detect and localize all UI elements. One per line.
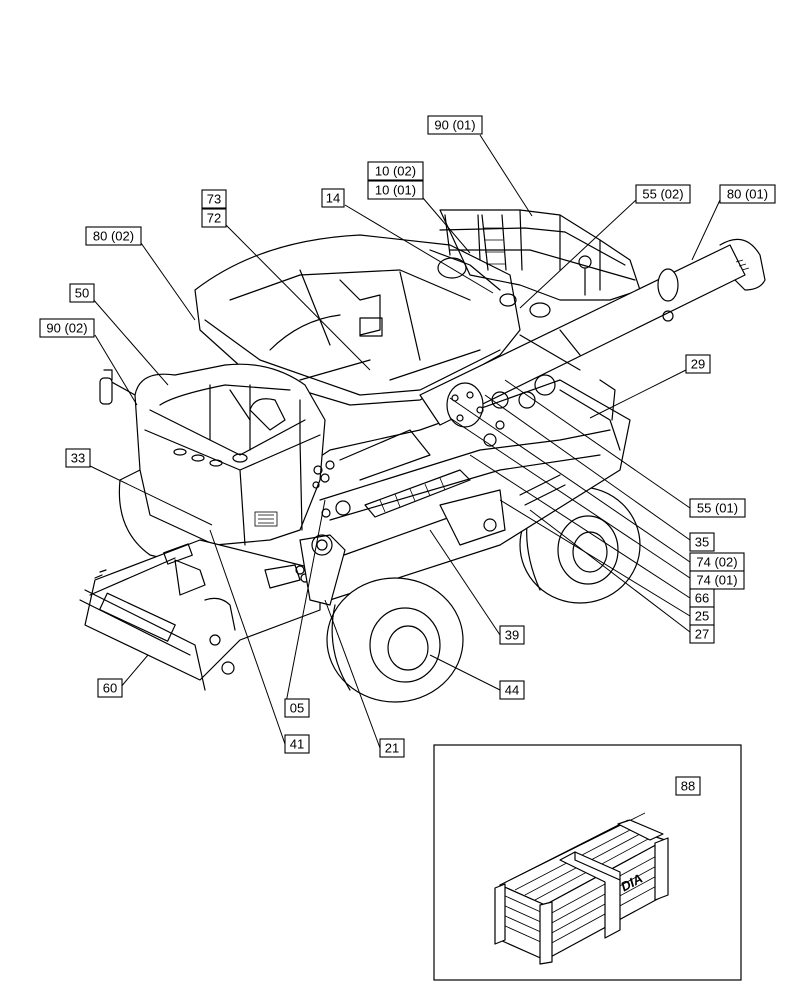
callout-90-01: 90 (01)	[427, 115, 483, 135]
machine-body	[118, 379, 631, 601]
callout-box	[635, 184, 691, 204]
callout-box	[675, 776, 701, 796]
callout-90-02: 90 (02)	[39, 318, 95, 338]
callout-label: 29	[691, 357, 705, 372]
callout-box	[499, 680, 525, 700]
callout-box	[97, 678, 123, 698]
callout-box	[39, 318, 95, 338]
callout-label: 27	[695, 627, 709, 642]
callout-label: 39	[505, 628, 519, 643]
front-wheel	[326, 577, 464, 703]
callout-72: 72	[201, 208, 227, 228]
callout-label: 50	[75, 286, 89, 301]
callout-10-02: 10 (02)	[367, 161, 424, 181]
callout-label: 80 (01)	[727, 187, 768, 202]
callout-21: 21	[379, 738, 405, 758]
callout-box	[85, 226, 142, 246]
callout-box	[689, 498, 746, 518]
callout-35: 35	[689, 532, 715, 552]
callout-41: 41	[284, 734, 310, 754]
callout-74-01: 74 (01)	[689, 570, 745, 590]
callout-74-02: 74 (02)	[689, 552, 745, 572]
callout-box	[321, 188, 345, 208]
callout-box	[201, 208, 227, 228]
callout-box	[367, 161, 424, 181]
callout-labels: 90 (01) 10 (02) 10 (01) 14 73 72 55 (02) 80 (01…	[39, 115, 776, 796]
callout-box	[379, 738, 405, 758]
callout-label: 05	[290, 701, 304, 716]
callout-label: 41	[290, 737, 304, 752]
crate-drawing: DIA	[494, 812, 669, 965]
callout-66: 66	[689, 588, 715, 608]
callout-label: 55 (01)	[697, 501, 738, 516]
callout-box	[499, 625, 525, 645]
engine-deck	[429, 209, 641, 318]
callout-33: 33	[65, 448, 91, 468]
combine-harvester-drawing	[79, 209, 766, 703]
callout-label: 25	[695, 609, 709, 624]
callout-label: 60	[103, 681, 117, 696]
callout-label: 10 (02)	[375, 164, 416, 179]
callout-box	[689, 532, 715, 552]
callout-label: 10 (01)	[375, 183, 416, 198]
callout-box	[689, 570, 745, 590]
callout-88: 88	[675, 776, 701, 796]
callout-label: 21	[385, 741, 399, 756]
callout-label: 55 (02)	[642, 187, 683, 202]
callout-label: 90 (01)	[434, 118, 475, 133]
callout-box	[284, 734, 310, 754]
callout-label: 88	[681, 779, 695, 794]
callout-80-02: 80 (02)	[85, 226, 142, 246]
callout-box	[65, 448, 91, 468]
callout-25: 25	[689, 606, 715, 626]
callout-44: 44	[499, 680, 525, 700]
callout-label: 72	[207, 211, 221, 226]
callout-10-01: 10 (01)	[367, 180, 424, 200]
callout-60: 60	[97, 678, 123, 698]
callout-80-01: 80 (01)	[719, 184, 776, 204]
callout-box	[685, 354, 711, 374]
callout-50: 50	[69, 283, 95, 303]
callout-label: 14	[326, 191, 340, 206]
callout-label: 74 (01)	[696, 573, 737, 588]
callout-box	[689, 624, 715, 644]
callout-label: 35	[695, 535, 709, 550]
callout-05: 05	[284, 698, 310, 718]
callout-label: 73	[207, 192, 221, 207]
callout-label: 74 (02)	[696, 555, 737, 570]
callout-box	[201, 189, 227, 209]
leader-lines	[87, 134, 721, 829]
callout-55-02: 55 (02)	[635, 184, 691, 204]
callout-14: 14	[321, 188, 345, 208]
callout-box	[69, 283, 95, 303]
callout-box	[367, 180, 424, 200]
callout-55-01: 55 (01)	[689, 498, 746, 518]
unloading-auger	[419, 238, 766, 451]
callout-box	[719, 184, 776, 204]
cab	[99, 363, 326, 546]
callout-label: 90 (02)	[46, 321, 87, 336]
callout-label: 66	[695, 591, 709, 606]
callout-box	[427, 115, 483, 135]
callout-box	[284, 698, 310, 718]
callout-27: 27	[689, 624, 715, 644]
header-adapter	[79, 539, 321, 691]
callout-label: 33	[71, 451, 85, 466]
callout-39: 39	[499, 625, 525, 645]
callout-29: 29	[685, 354, 711, 374]
callout-label: 80 (02)	[93, 229, 134, 244]
callout-label: 44	[505, 683, 519, 698]
callout-73: 73	[201, 189, 227, 209]
